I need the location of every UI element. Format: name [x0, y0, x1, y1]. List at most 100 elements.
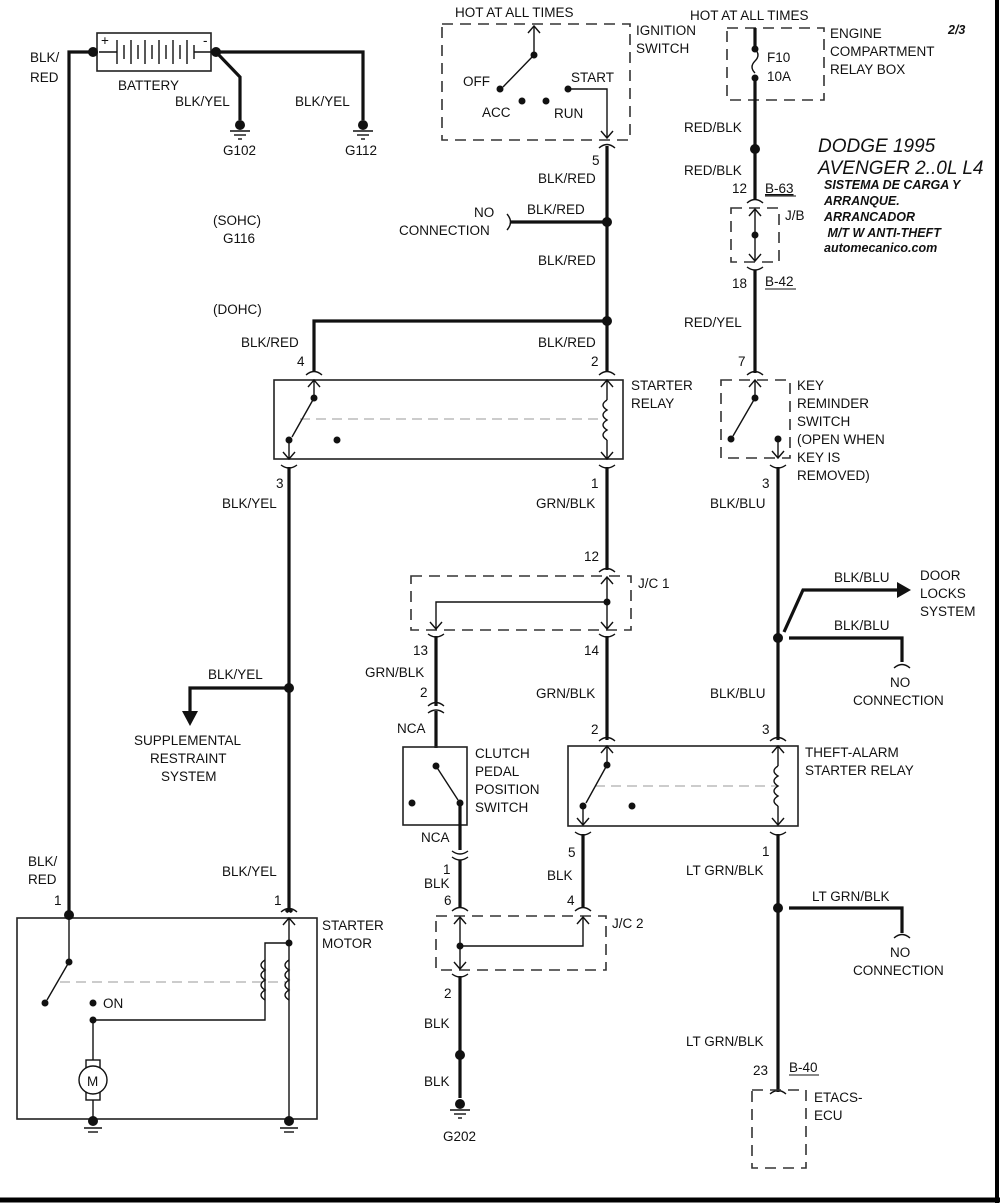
- starter-relay-pin-4: 4: [297, 354, 305, 369]
- door-line2: LOCKS: [920, 586, 966, 601]
- jc1-label: J/C 1: [638, 576, 670, 591]
- wire-label-lt-grn-blk-3: LT GRN/BLK: [686, 1034, 764, 1049]
- starter-relay-label-1: STARTER: [631, 378, 693, 393]
- theft-relay-label-2: STARTER RELAY: [805, 763, 914, 778]
- connector-icon: [427, 709, 445, 714]
- wire-label-grn-blk-3: GRN/BLK: [536, 686, 595, 701]
- key-reminder-label-4: (OPEN WHEN: [797, 432, 885, 447]
- wire-label-blk-yel-2: BLK/YEL: [295, 94, 350, 109]
- wire-blk-blu-noconn: [789, 636, 904, 662]
- wire-label-blk-1: BLK: [424, 876, 450, 891]
- dohc-label: (DOHC): [213, 302, 262, 317]
- jc1-pin-14: 14: [584, 643, 600, 658]
- wire-label-blk-4: BLK: [424, 1074, 450, 1089]
- starter-motor: [16, 908, 318, 1133]
- door-line3: SYSTEM: [920, 604, 976, 619]
- subtitle-line-3: ARRANCADOR: [823, 210, 915, 224]
- wire-label-blk-3: BLK: [424, 1016, 450, 1031]
- clutch-nca-top: NCA: [397, 721, 426, 736]
- jc2-pin-2: 2: [444, 986, 452, 1001]
- starter-pin-left: 1: [54, 893, 62, 908]
- junction-block: [730, 198, 780, 271]
- title-line-2: AVENGER 2..0L L4: [817, 158, 983, 179]
- motor-label: M: [87, 1074, 98, 1089]
- wire-label-blk-2b: BLK: [547, 868, 573, 883]
- connector-icon: [451, 856, 469, 861]
- etacs-label-2: ECU: [814, 1108, 843, 1123]
- wire-label-blk-red-5: BLK/RED: [538, 335, 596, 350]
- wire-label-blk-yel-3: BLK/YEL: [222, 496, 277, 511]
- ground-g102-label: G102: [223, 143, 256, 158]
- ground-g112-icon: [353, 120, 373, 140]
- connector-icon: [598, 143, 616, 149]
- wire-label-blk-2: BLK/: [28, 854, 58, 869]
- jc2-pin-4: 4: [567, 893, 575, 908]
- subtitle-line-1: SISTEMA DE CARGA Y: [824, 178, 962, 192]
- engine-compartment-relay-box: [726, 27, 825, 101]
- noconn-1-line2: CONNECTION: [399, 223, 490, 238]
- etacs-pin-23: 23: [753, 1063, 768, 1078]
- jc1: [410, 567, 632, 638]
- wire-lt-grn-blk-noconn: [789, 906, 904, 933]
- ignition-acc: ACC: [482, 105, 511, 120]
- jb-label: J/B: [785, 208, 805, 223]
- page-ref: 2/3: [947, 23, 965, 37]
- wire-label-blk-red-4: BLK/RED: [241, 335, 299, 350]
- clutch-label-1: CLUTCH: [475, 746, 530, 761]
- ignition-start: START: [571, 70, 614, 85]
- connector-icon: [451, 850, 469, 855]
- relay-box-label-1: ENGINE: [830, 26, 882, 41]
- ignition-switch: [441, 23, 631, 141]
- theft-relay-pin-1: 1: [762, 844, 770, 859]
- ignition-label-2: SWITCH: [636, 41, 689, 56]
- sohc-label: (SOHC): [213, 213, 261, 228]
- ignition-off: OFF: [463, 74, 490, 89]
- wire-blk-red-dohc: [312, 319, 607, 372]
- clutch-pin-2: 2: [420, 685, 428, 700]
- starter-relay-pin-3: 3: [276, 476, 284, 491]
- wire-blk-yel-g102: [214, 50, 242, 120]
- wire-label-lt-grn-blk-1: LT GRN/BLK: [686, 863, 764, 878]
- clutch-pin-1: 1: [443, 862, 451, 877]
- wire-label-red-blk-1: RED/BLK: [684, 120, 742, 135]
- ignition-label-1: IGNITION: [636, 23, 696, 38]
- jc2-label: J/C 2: [612, 916, 644, 931]
- battery-minus: -: [203, 33, 208, 48]
- ground-g112-label: G112: [345, 143, 377, 158]
- theft-alarm-starter-relay: [567, 736, 799, 836]
- key-reminder-label-2: REMINDER: [797, 396, 869, 411]
- wire-label-lt-grn-blk-2: LT GRN/BLK: [812, 889, 890, 904]
- ground-g116-label: G116: [223, 231, 255, 246]
- wire-label-blk-blu-2: BLK/BLU: [834, 570, 890, 585]
- relay-box-label-2: COMPARTMENT: [830, 44, 935, 59]
- wire-blk-blu-door: [782, 588, 900, 633]
- ignition-run: RUN: [554, 106, 583, 121]
- key-reminder-label-1: KEY: [797, 378, 824, 393]
- key-reminder-pin-3: 3: [762, 476, 770, 491]
- wire-blk-yel-g112: [216, 50, 365, 120]
- srs-line2: RESTRAINT: [150, 751, 227, 766]
- door-line1: DOOR: [920, 568, 961, 583]
- etacs-connector-b40: B-40: [789, 1060, 818, 1075]
- clutch-pedal-switch: [402, 746, 468, 850]
- wire-label-grn-blk-2: GRN/BLK: [365, 665, 424, 680]
- no-connection-icon: [893, 663, 911, 669]
- wire-label-blk-yel-5: BLK/YEL: [222, 864, 277, 879]
- splice-lt-grn-blk: [773, 903, 783, 913]
- srs-line3: SYSTEM: [161, 769, 217, 784]
- splice-red-blk: [750, 144, 760, 154]
- starter-motor-label-2: MOTOR: [322, 936, 372, 951]
- clutch-label-4: SWITCH: [475, 800, 528, 815]
- no-connection-icon: [893, 933, 911, 939]
- connector-icon: [427, 701, 445, 707]
- etacs-label-1: ETACS-: [814, 1090, 863, 1105]
- wire-label-blk-blu-1: BLK/BLU: [710, 496, 766, 511]
- clutch-label-2: PEDAL: [475, 764, 520, 779]
- jc2: [435, 906, 607, 978]
- fuse-name: F10: [767, 50, 790, 65]
- connector-icon: [280, 907, 298, 913]
- clutch-label-3: POSITION: [475, 782, 540, 797]
- jb-pin-12: 12: [732, 181, 747, 196]
- splice-blk-blu: [773, 633, 783, 643]
- clutch-nca-bottom: NCA: [421, 830, 450, 845]
